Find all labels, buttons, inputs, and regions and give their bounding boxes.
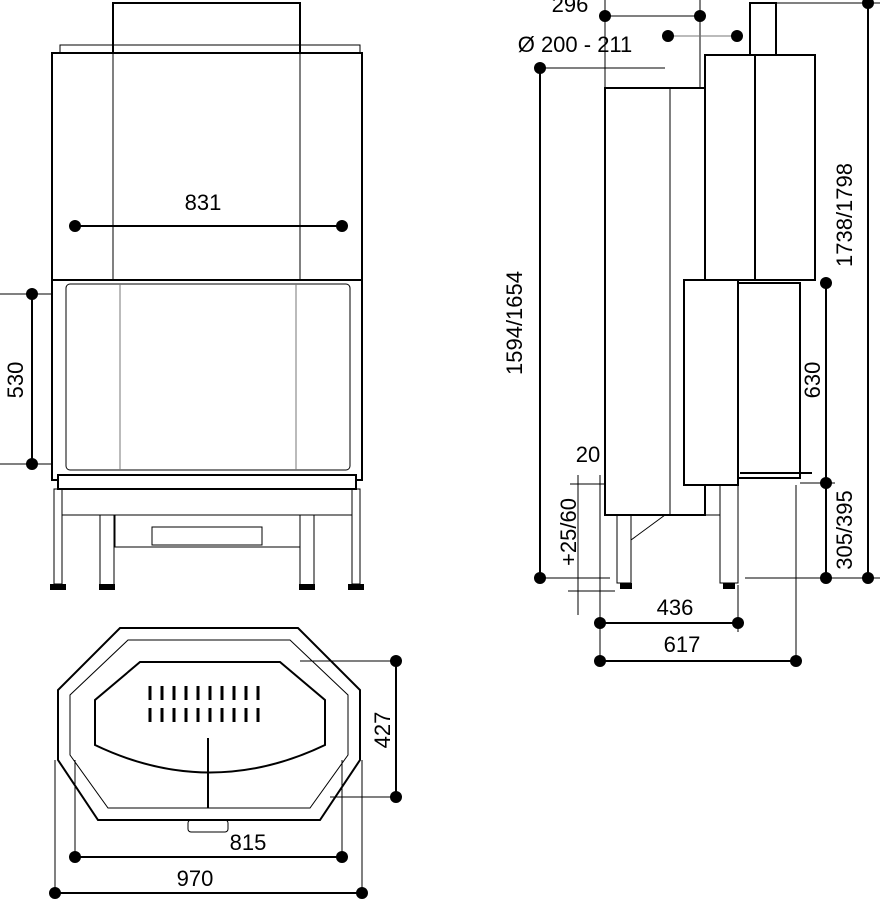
label-305-395: 305/395: [832, 490, 857, 570]
label-25-60: +25/60: [556, 498, 581, 566]
dimension-436: 436: [594, 585, 744, 632]
dimension-530: 530: [0, 288, 52, 470]
flue-collar-side: [749, 2, 777, 56]
firebox-floor: [94, 661, 326, 774]
side-door: [683, 279, 739, 486]
dimension-1738: 1738/1798: [745, 0, 880, 584]
label-630: 630: [800, 362, 825, 399]
dimension-427: 427: [300, 655, 402, 803]
label-831: 831: [185, 190, 222, 215]
ash-box: [151, 526, 263, 546]
outer-octagon: [57, 627, 361, 821]
glass-door: [65, 283, 351, 471]
side-view: 296 Ø 200 - 211 1594/1654 1738/1798 630 …: [502, 0, 880, 667]
inner-octagon: [69, 639, 349, 809]
legs: [50, 488, 364, 590]
label-815: 815: [230, 830, 267, 855]
label-970: 970: [177, 866, 214, 891]
bottom-chamber: [114, 514, 301, 548]
label-436: 436: [657, 595, 694, 620]
dimension-1594: 1594/1654: [502, 62, 665, 584]
side-legs: [616, 484, 739, 589]
label-296: 296: [552, 0, 589, 17]
label-617: 617: [664, 632, 701, 657]
firebox-frame: [51, 279, 363, 481]
label-flue-diameter: Ø 200 - 211: [518, 32, 633, 57]
dimension-617: 617: [594, 485, 802, 667]
dimension-970: 970: [49, 760, 368, 899]
base-frame: [61, 488, 353, 516]
dimension-831: 831: [69, 190, 348, 232]
hood: [51, 52, 363, 281]
side-glass: [737, 282, 801, 479]
dimension-flue-diameter: Ø 200 - 211: [518, 30, 743, 57]
door-handle: [187, 819, 229, 833]
label-20: 20: [576, 442, 600, 467]
label-427: 427: [370, 712, 395, 749]
dimension-630: 630 305/395: [800, 277, 857, 584]
bottom-trim: [57, 474, 357, 490]
label-530: 530: [3, 362, 28, 399]
side-hood: [704, 54, 816, 281]
grate-slots: [148, 686, 260, 722]
dimension-815: 815: [69, 760, 348, 863]
dimension-296: 296: [552, 0, 706, 88]
label-1594: 1594/1654: [502, 271, 527, 375]
dimension-20-adjust: 20 +25/60: [556, 442, 615, 665]
label-1738: 1738/1798: [832, 163, 857, 267]
top-view: 427 815 970: [49, 627, 402, 899]
front-view: 831 530: [0, 2, 364, 590]
